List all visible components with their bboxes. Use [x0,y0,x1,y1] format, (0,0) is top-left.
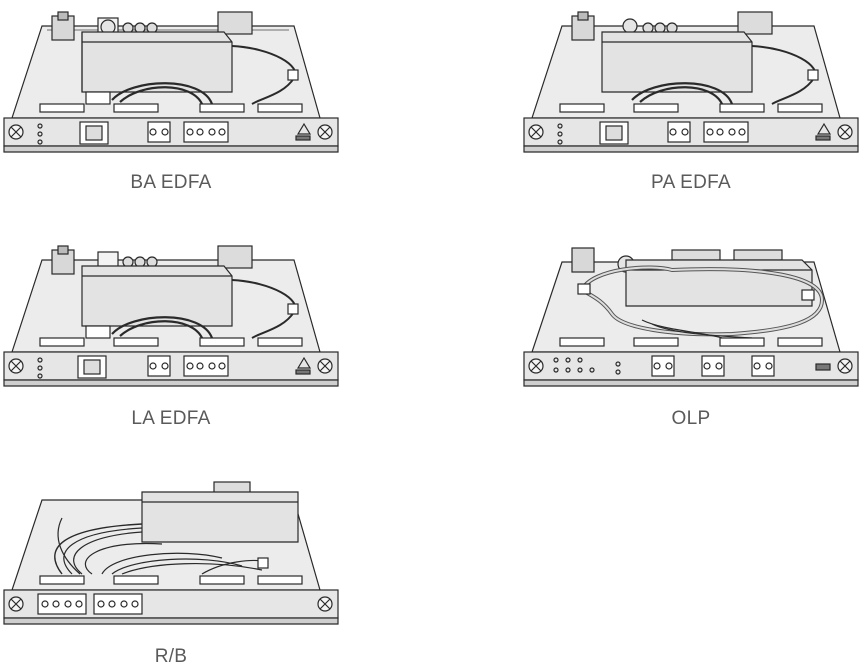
card-ba-edfa [2,6,342,154]
card-olp [522,240,862,388]
card-rb [2,478,342,626]
caption-ba-edfa: BA EDFA [130,172,212,193]
caption-pa-edfa: PA EDFA [651,172,731,193]
la-edfa-board-illustration [3,245,339,387]
caption-rb: R/B [154,646,188,667]
rb-board-illustration [3,481,339,625]
caption-olp: OLP [671,408,711,429]
olp-board-illustration [523,247,859,387]
card-la-edfa [2,240,342,388]
caption-la-edfa: LA EDFA [131,408,211,429]
ba-edfa-board-illustration [3,11,339,153]
card-pa-edfa [522,6,862,154]
pa-edfa-board-illustration [523,11,859,153]
